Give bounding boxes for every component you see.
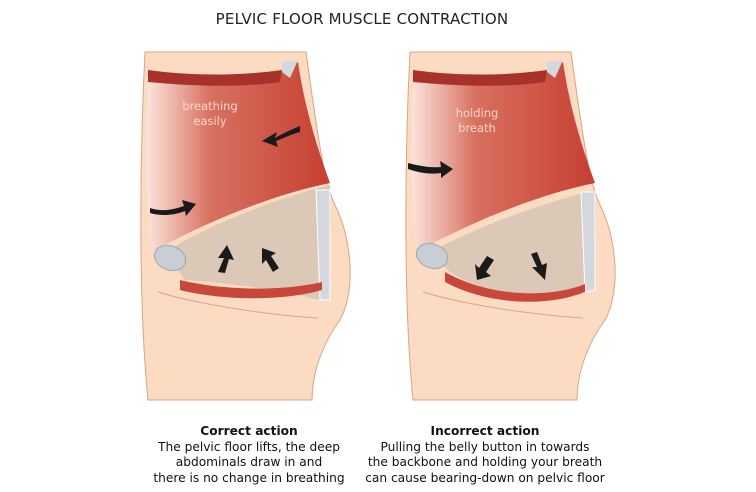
caption-line: there is no change in breathing [153, 470, 345, 485]
pelvic-cavity [430, 190, 597, 296]
pubic-bone [153, 244, 187, 272]
diagram-title: PELVIC FLOOR MUSCLE CONTRACTION [215, 10, 509, 28]
pelvic-floor-muscle [180, 280, 322, 299]
arrow-inward-icon [262, 126, 300, 147]
caption-line: can cause bearing-down on pelvic floor [365, 470, 605, 485]
label-easily: easily [193, 114, 227, 128]
figure-incorrect: holding breath [405, 51, 616, 401]
arrow-up-icon [262, 248, 279, 272]
arrow-down-icon [475, 256, 494, 280]
caption-line: abdominals draw in and [175, 455, 323, 469]
pelvic-cavity [165, 185, 332, 300]
label-breath: breath [458, 121, 496, 135]
arrow-inward-icon [408, 161, 453, 178]
figure-correct: breathing easily [140, 51, 351, 401]
caption-title: Incorrect action [430, 424, 540, 438]
caption-correct: Correct action The pelvic floor lifts, t… [99, 424, 399, 486]
pubic-bone [415, 242, 449, 270]
spine-icon [580, 191, 596, 293]
spine-icon [315, 189, 331, 301]
arrow-down-icon [531, 252, 547, 280]
caption-line: the backbone and holding your breath [367, 455, 603, 469]
caption-incorrect: Incorrect action Pulling the belly butto… [335, 424, 635, 486]
label-breathing: breathing [182, 99, 237, 113]
pelvic-floor-muscle [445, 272, 585, 302]
caption-line: The pelvic floor lifts, the deep [158, 439, 340, 454]
caption-title: Correct action [200, 424, 298, 438]
arrow-up-icon [218, 245, 234, 273]
label-holding: holding [456, 106, 499, 120]
arrow-draw-in-icon [150, 200, 196, 216]
caption-line: Pulling the belly button in towards [380, 439, 590, 454]
